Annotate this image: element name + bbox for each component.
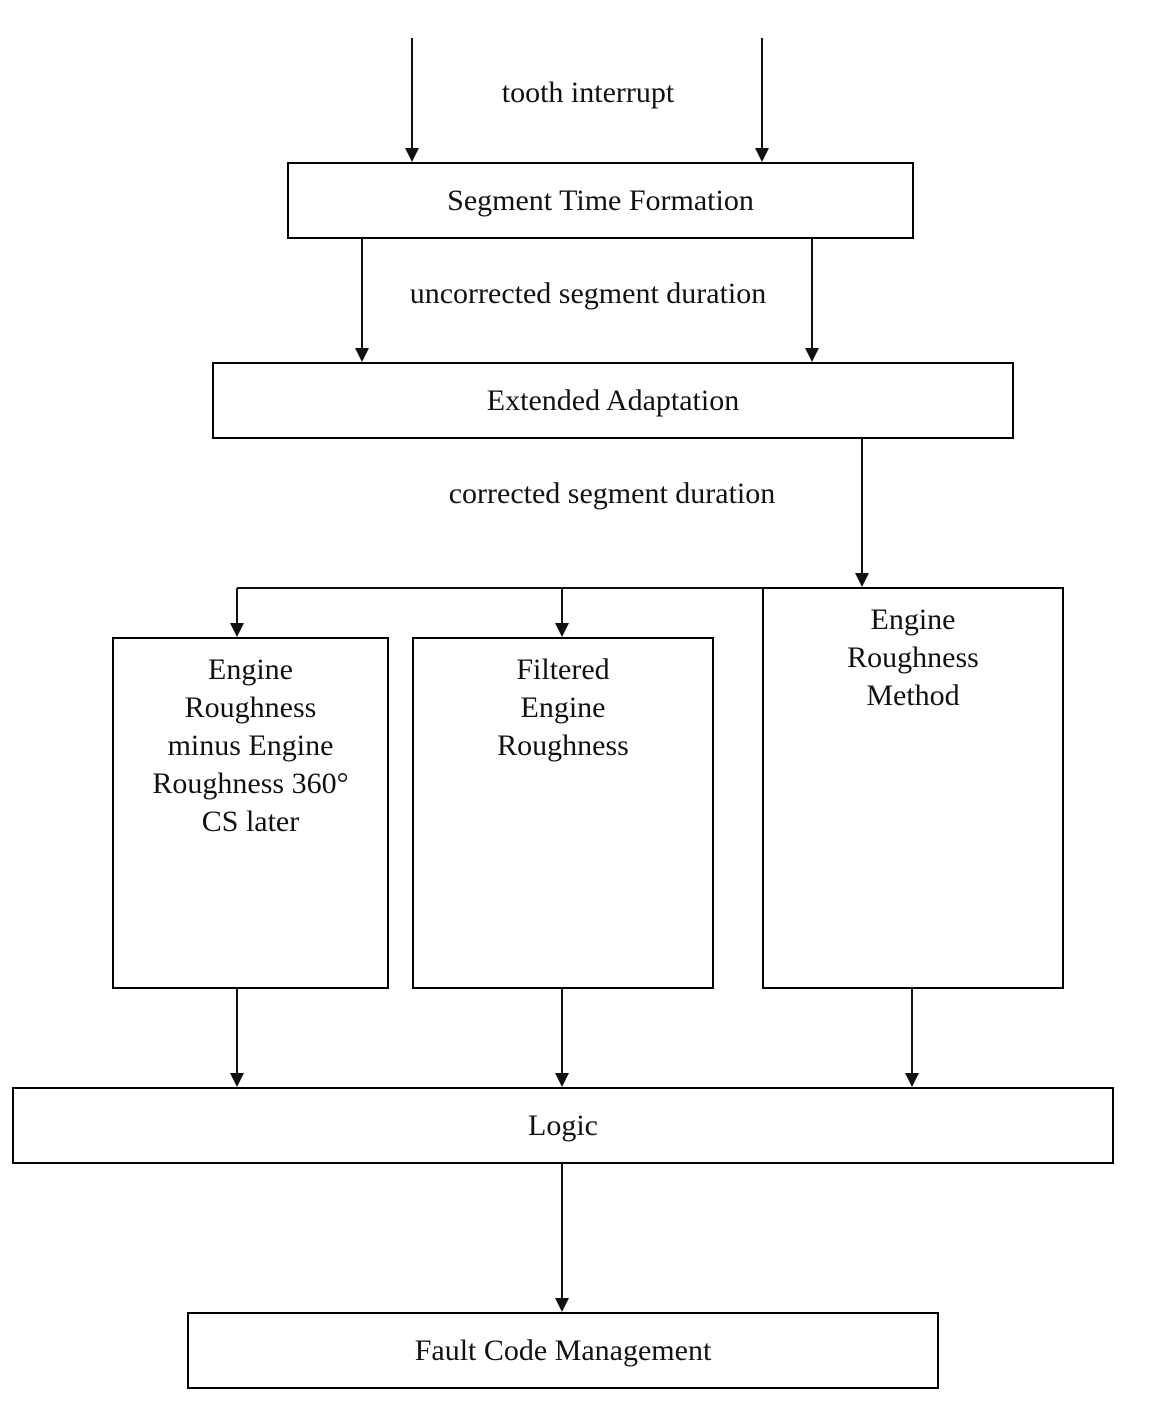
box-extended-adaptation-label: Extended Adaptation bbox=[486, 383, 740, 417]
box-logic-label: Logic bbox=[528, 1108, 598, 1142]
box-logic: Logic bbox=[12, 1087, 1114, 1164]
box-engine-roughness-method: Engine Roughness Method bbox=[762, 587, 1064, 989]
box-filtered-engine-roughness-label: Filtered Engine Roughness bbox=[497, 653, 629, 762]
arrow-branch-to-minus-head bbox=[230, 623, 244, 637]
box-segment-time-formation: Segment Time Formation bbox=[287, 162, 914, 239]
arrow-logic-to-fault-head bbox=[555, 1298, 569, 1312]
arrow-tooth-left-head bbox=[405, 148, 419, 162]
arrow-method-to-logic-head bbox=[905, 1073, 919, 1087]
box-engine-roughness-minus: Engine Roughness minus Engine Roughness … bbox=[112, 637, 389, 989]
box-fault-code-management-label: Fault Code Management bbox=[414, 1333, 712, 1367]
arrow-corrected-to-method-head bbox=[855, 573, 869, 587]
arrow-uncorrected-left-head bbox=[355, 348, 369, 362]
label-uncorrected-segment-duration: uncorrected segment duration bbox=[409, 277, 767, 310]
arrow-minus-to-logic-head bbox=[230, 1073, 244, 1087]
box-segment-time-formation-label: Segment Time Formation bbox=[447, 183, 754, 217]
box-fault-code-management: Fault Code Management bbox=[187, 1312, 939, 1389]
box-filtered-engine-roughness: Filtered Engine Roughness bbox=[412, 637, 714, 989]
arrow-branch-to-filtered-head bbox=[555, 623, 569, 637]
arrow-uncorrected-right-head bbox=[805, 348, 819, 362]
label-tooth-interrupt: tooth interrupt bbox=[501, 76, 675, 109]
arrow-tooth-right-head bbox=[755, 148, 769, 162]
box-engine-roughness-minus-label: Engine Roughness minus Engine Roughness … bbox=[152, 653, 349, 838]
box-extended-adaptation: Extended Adaptation bbox=[212, 362, 1014, 439]
arrow-filtered-to-logic-head bbox=[555, 1073, 569, 1087]
box-engine-roughness-method-label: Engine Roughness Method bbox=[847, 603, 979, 712]
label-corrected-segment-duration: corrected segment duration bbox=[448, 477, 776, 510]
